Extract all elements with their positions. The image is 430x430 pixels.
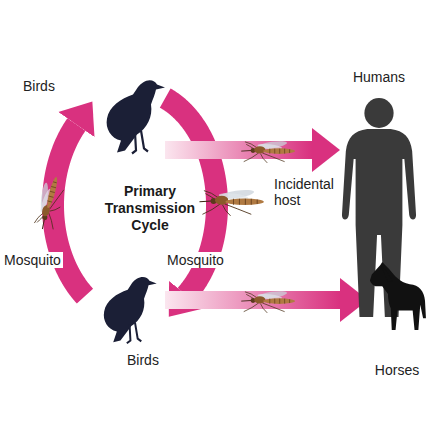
figure-node: Humans — [340, 95, 418, 320]
figure-node: Horses — [368, 262, 426, 330]
bird-figure — [104, 277, 157, 343]
mosquito-figure — [199, 188, 263, 216]
mosquito-figure — [31, 174, 67, 232]
mosquito-figure — [241, 290, 295, 313]
edge-label: Mosquito — [2, 252, 63, 268]
node-label: Birds — [127, 352, 159, 369]
horse-silhouette — [370, 262, 426, 330]
edge-label: Incidental host — [272, 176, 340, 208]
mosquito-figure — [241, 140, 295, 163]
cycle-arrow — [53, 125, 85, 297]
node-label: Birds — [23, 78, 55, 95]
figure-node: Birds — [95, 68, 165, 158]
figure-node: Birds — [85, 268, 165, 345]
edge-label: Mosquito — [165, 252, 226, 268]
cycle-title: Primary Transmission Cycle — [98, 183, 202, 234]
bird-figure — [107, 80, 165, 153]
node-label: Horses — [375, 362, 419, 379]
node-label: Humans — [353, 69, 405, 86]
